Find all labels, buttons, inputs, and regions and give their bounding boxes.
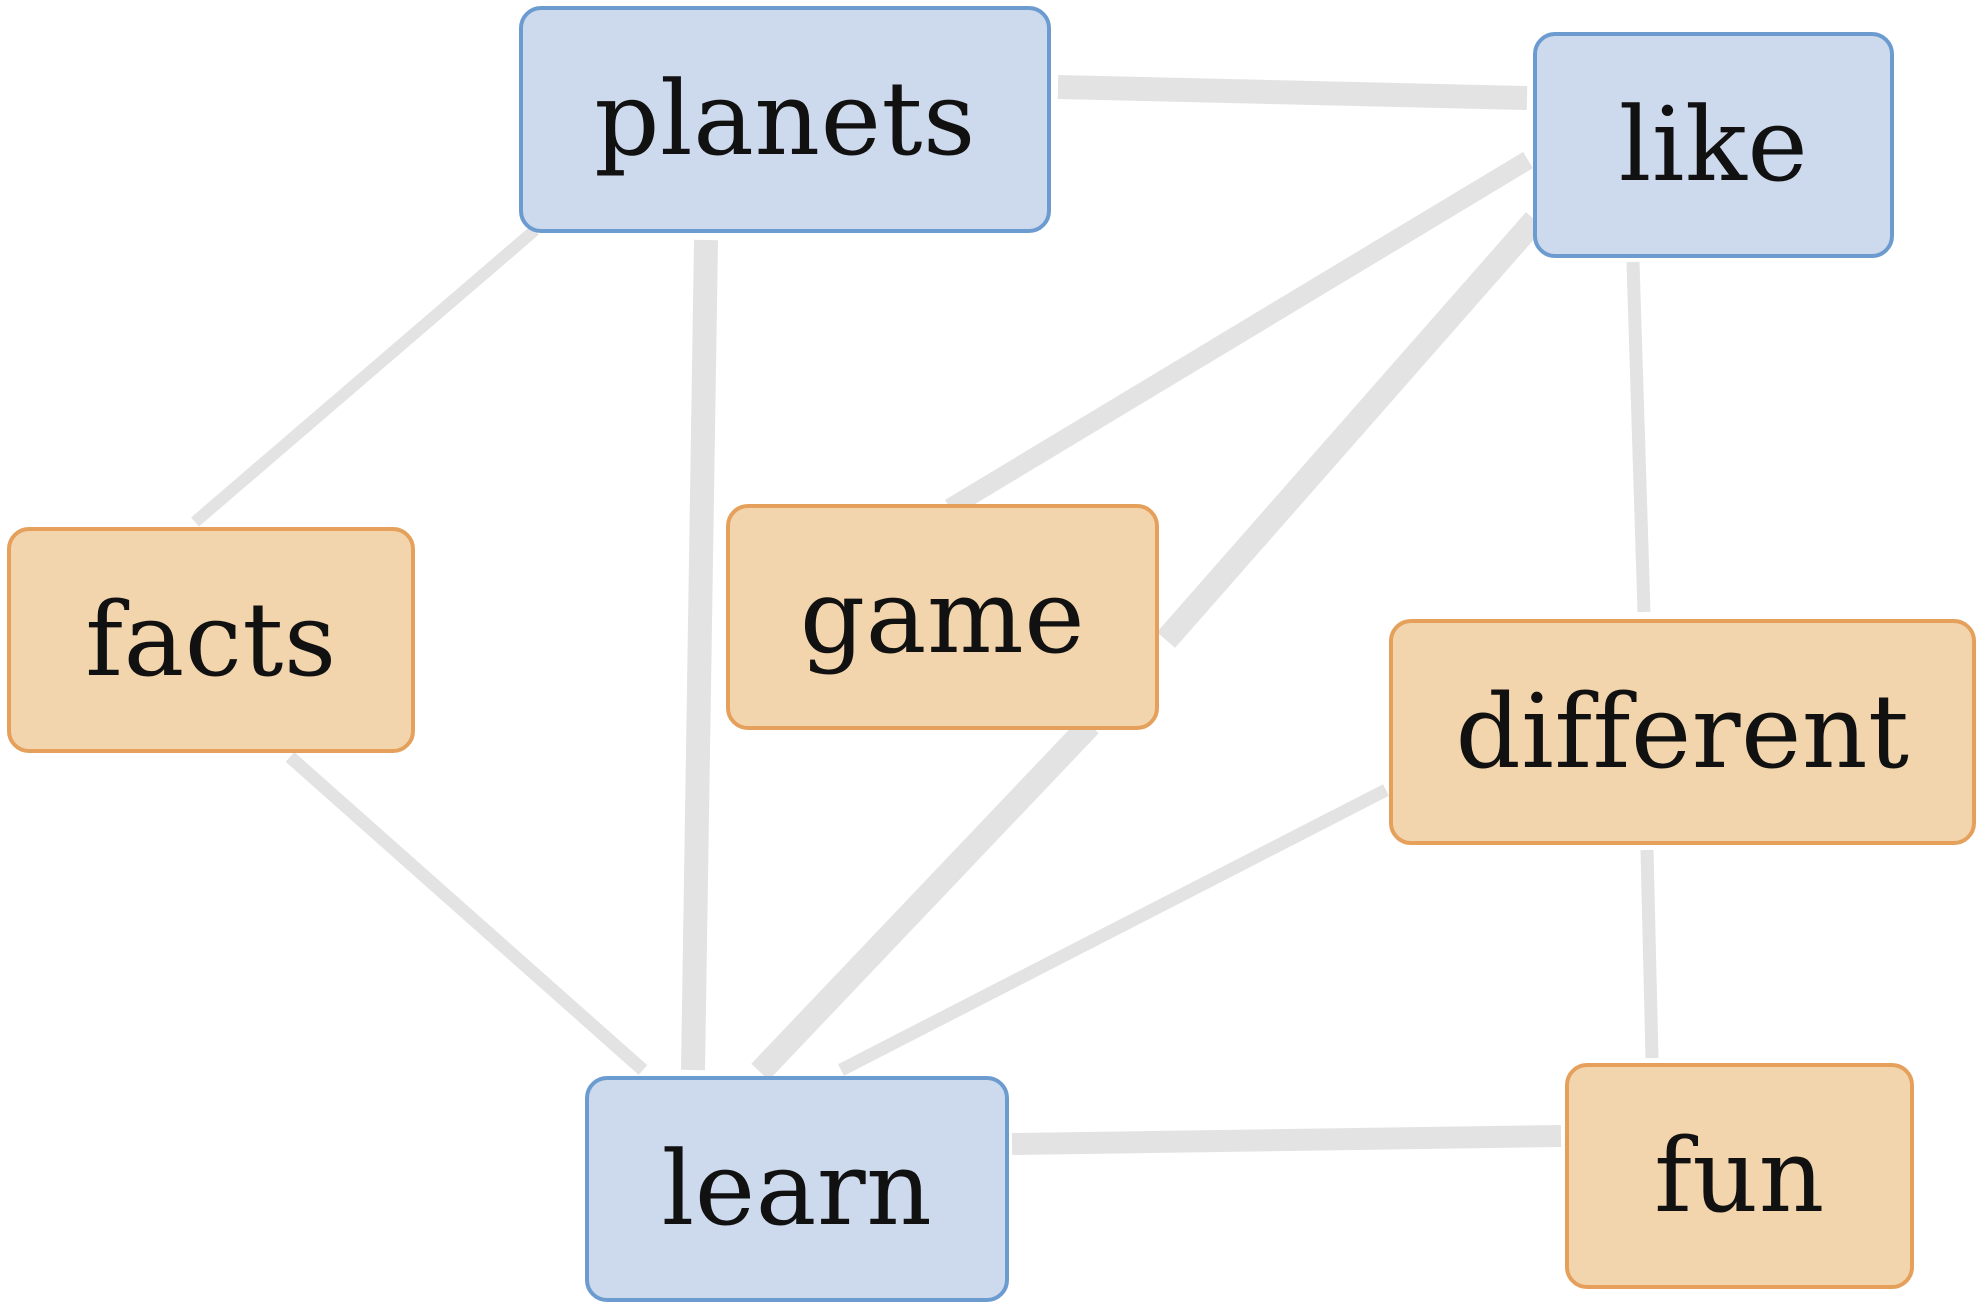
node-facts-label: facts (85, 580, 337, 700)
node-fun: fun (1565, 1063, 1914, 1289)
edge-planets-learn (681, 239, 718, 1071)
node-facts: facts (7, 527, 415, 753)
node-fun-label: fun (1654, 1116, 1825, 1236)
node-learn-label: learn (661, 1129, 933, 1249)
edge-learn-fun (1011, 1125, 1562, 1155)
node-game-label: game (799, 557, 1086, 677)
node-different-label: different (1455, 672, 1910, 792)
node-planets-label: planets (594, 60, 976, 179)
node-like: like (1533, 32, 1894, 258)
edge-different-learn (838, 784, 1389, 1076)
node-learn: learn (585, 1076, 1009, 1302)
edge-like-different (1626, 261, 1651, 613)
edge-like-learn-upper (1156, 212, 1545, 648)
edge-like-game (945, 151, 1533, 517)
node-planets: planets (519, 6, 1051, 233)
edge-planets-facts (191, 225, 539, 527)
edge-facts-learn (285, 752, 648, 1075)
edge-like-learn-lower (751, 716, 1099, 1081)
node-like-label: like (1618, 85, 1809, 205)
edge-different-fun (1640, 849, 1659, 1059)
node-different: different (1389, 619, 1976, 845)
edge-planets-like (1057, 75, 1528, 110)
node-game: game (726, 504, 1159, 730)
